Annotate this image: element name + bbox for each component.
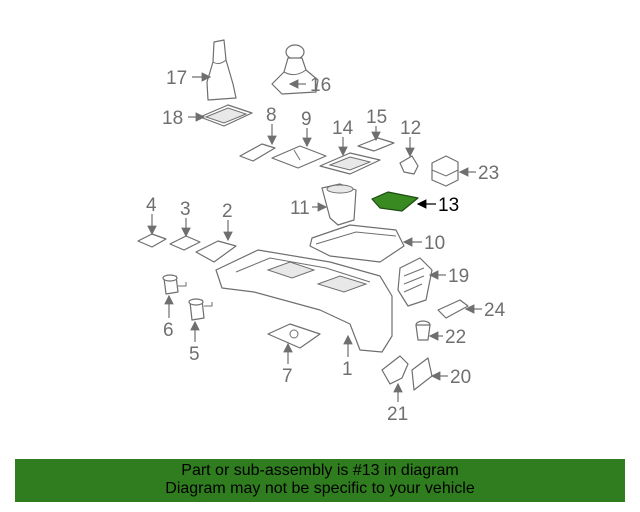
banner-line-disclaimer: Diagram may not be specific to your vehi…	[165, 480, 475, 497]
callout-numbers: 17 16 18 8 9 14 15 12 23 11 13 4 3 2 10 …	[146, 68, 506, 425]
callout-13-highlighted: 13	[438, 195, 459, 216]
callout-15: 15	[366, 107, 387, 128]
callout-8: 8	[266, 105, 277, 126]
callout-20: 20	[450, 367, 471, 388]
callout-7: 7	[282, 366, 293, 387]
callout-19: 19	[448, 266, 469, 287]
part-24-switch[interactable]	[437, 299, 469, 319]
callout-3: 3	[180, 199, 191, 220]
part-6-socket[interactable]	[162, 274, 187, 295]
callout-4: 4	[146, 195, 157, 216]
part-9-shift-plate[interactable]	[271, 145, 327, 169]
part-21-cover[interactable]	[381, 355, 409, 385]
part-17-shift-boot[interactable]	[206, 39, 237, 101]
part-info-banner: Part or sub-assembly is #13 in diagram D…	[15, 459, 625, 502]
part-2-tray[interactable]	[195, 240, 237, 263]
parts-diagram: 17 16 18 8 9 14 15 12 23 11 13 4 3 2 10 …	[137, 39, 506, 425]
part-1-center-console[interactable]	[215, 249, 393, 353]
callout-9: 9	[301, 109, 312, 130]
callout-11: 11	[290, 198, 310, 219]
part-4-pad[interactable]	[137, 233, 167, 248]
callout-17: 17	[166, 68, 187, 89]
part-5-socket[interactable]	[188, 298, 213, 321]
callout-12: 12	[400, 118, 421, 139]
part-14-cover[interactable]	[319, 152, 381, 175]
leader-lines	[147, 72, 482, 402]
callout-16: 16	[310, 75, 331, 96]
callout-14: 14	[332, 118, 354, 139]
banner-line-part: Part or sub-assembly is #13 in diagram	[181, 462, 459, 479]
part-19-vent[interactable]	[397, 257, 433, 307]
part-23-switch[interactable]	[431, 155, 459, 187]
part-11-cup-holder[interactable]	[321, 183, 357, 226]
part-18-tray[interactable]	[199, 104, 253, 127]
part-10-console-lid[interactable]	[309, 224, 405, 263]
callout-5: 5	[189, 344, 200, 365]
part-13-highlighted[interactable]	[371, 191, 419, 212]
part-20-panel[interactable]	[411, 357, 433, 391]
callout-6: 6	[163, 320, 174, 341]
callout-21: 21	[387, 404, 408, 425]
callout-22: 22	[445, 327, 466, 348]
callout-18: 18	[162, 108, 183, 129]
callout-1: 1	[342, 359, 353, 380]
part-7-bracket[interactable]	[267, 323, 321, 349]
part-12-bracket[interactable]	[399, 155, 419, 175]
part-22-plug[interactable]	[415, 320, 431, 341]
part-16-shift-knob[interactable]	[271, 44, 319, 95]
part-3-pad[interactable]	[169, 235, 201, 251]
callout-2: 2	[222, 201, 233, 222]
callout-10: 10	[424, 233, 445, 254]
callout-24: 24	[484, 300, 506, 321]
callout-23: 23	[478, 163, 499, 184]
part-8-bezel[interactable]	[239, 143, 276, 162]
